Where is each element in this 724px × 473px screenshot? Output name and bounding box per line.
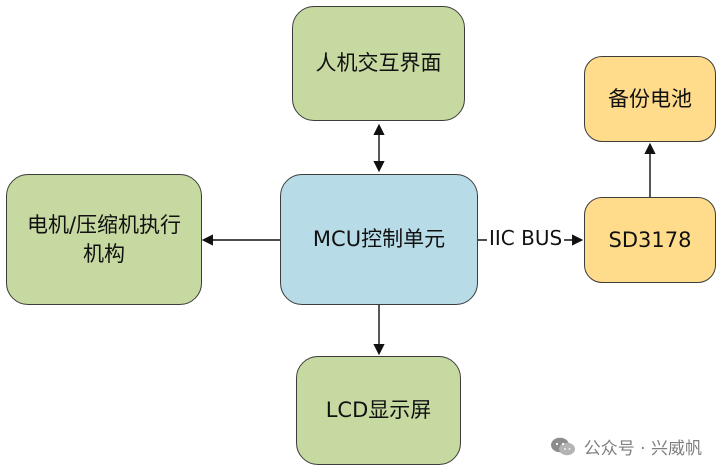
mcu-label: MCU控制单元 [312,227,446,252]
motor-label-line2: 机构 [82,241,125,266]
sd3178-node: SD3178 [584,197,716,283]
sd3178-label: SD3178 [608,227,692,252]
watermark-text: 公众号 · 兴威帆 [583,439,702,459]
hmi-label: 人机交互界面 [315,51,442,76]
battery-node: 备份电池 [584,56,716,142]
hmi-node: 人机交互界面 [292,6,465,121]
lcd-node: LCD显示屏 [296,356,461,465]
wechat-icon [550,437,575,455]
mcu-node: MCU控制单元 [280,174,478,305]
motor-actuator-node: 电机/压缩机执行 机构 [6,174,202,305]
iic-bus-label: IIC BUS [487,226,565,250]
battery-label: 备份电池 [608,86,692,111]
motor-label-line1: 电机/压缩机执行 [26,213,182,238]
watermark: 公众号 · 兴威帆 [550,434,702,459]
lcd-label: LCD显示屏 [325,398,432,423]
